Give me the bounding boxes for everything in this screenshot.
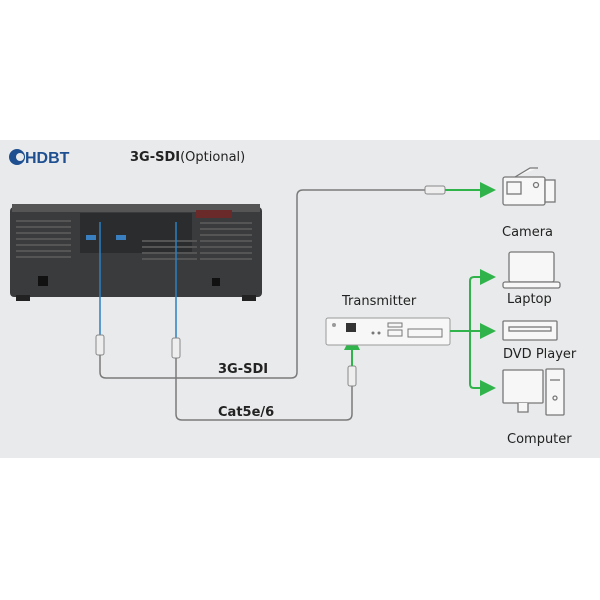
dvd-player-label: DVD Player	[503, 347, 577, 362]
projector-image	[10, 204, 262, 301]
computer-label: Computer	[507, 432, 572, 447]
transmitter-device	[325, 317, 451, 346]
laptop-label: Laptop	[507, 292, 552, 307]
logo-text: HDBT	[25, 150, 70, 167]
cat-cable	[171, 222, 360, 421]
hdbaset-logo: HDBT	[9, 149, 70, 167]
sdi-cable-label: 3G-SDI	[218, 362, 268, 377]
laptop-icon	[502, 251, 561, 289]
camera-icon	[502, 167, 556, 206]
page-title: 3G-SDI(Optional)	[130, 150, 245, 165]
sdi-cable	[95, 182, 496, 379]
cat-cable-label: Cat5e/6	[218, 405, 274, 420]
dvd-player-icon	[502, 320, 558, 341]
transmitter-label: Transmitter	[341, 294, 417, 309]
camera-label: Camera	[502, 225, 553, 240]
output-arrows	[450, 269, 496, 396]
computer-icon	[502, 368, 565, 416]
